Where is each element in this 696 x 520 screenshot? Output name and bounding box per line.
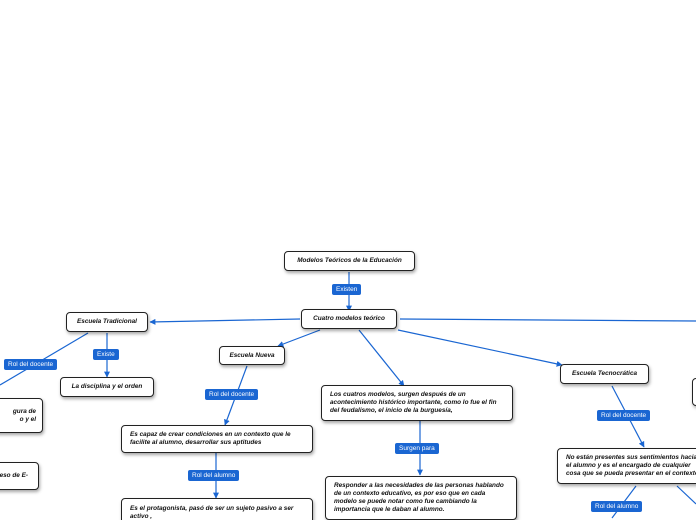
edge-hub-offscreen — [399, 318, 696, 322]
link-label-existen: Existen — [332, 284, 362, 295]
nueva-docente-topic[interactable]: Es capaz de crear condiciones en un cont… — [121, 425, 313, 453]
nueva-alumno-label: Es el protagonista, pasó de ser un sujet… — [130, 505, 294, 520]
tradicional-lower-topic-partial[interactable]: eso de E- — [0, 462, 39, 490]
edge-tecno-right — [676, 485, 696, 505]
offscreen-right-topic[interactable] — [692, 378, 696, 406]
contexto-result-label: Responder a las necesidades de las perso… — [334, 482, 504, 513]
escuela-nueva-label: Escuela Nueva — [229, 351, 275, 359]
link-label-rol-docente-nueva: Rol del docente — [205, 389, 259, 400]
tecno-docente-topic[interactable]: No están presentes sus sentimientos haci… — [557, 448, 696, 484]
contexto-topic[interactable]: Los cuatros modelos, surgen después de u… — [321, 385, 513, 421]
link-label-rol-alumno-tecno: Rol del alumno — [591, 501, 643, 512]
edge-hub-contexto — [358, 329, 405, 387]
contexto-result-topic[interactable]: Responder a las necesidades de las perso… — [325, 476, 517, 520]
contexto-label: Los cuatros modelos, surgen después de u… — [330, 391, 497, 414]
tecno-docente-label: No están presentes sus sentimientos haci… — [566, 454, 696, 477]
link-label-rol-alumno-nueva: Rol del alumno — [188, 470, 240, 481]
escuela-tradicional-topic[interactable]: Escuela Tradicional — [66, 312, 148, 332]
link-label-rol-docente-tecno: Rol del docente — [597, 410, 651, 421]
root-topic[interactable]: Modelos Teóricos de la Educación — [284, 251, 415, 271]
root-topic-label: Modelos Teóricos de la Educación — [297, 257, 402, 264]
edge-hub-tecnocratica — [397, 329, 563, 367]
disciplina-orden-topic[interactable]: La disciplina y el orden — [60, 377, 154, 397]
link-label-rol-docente-tradicional: Rol del docente — [4, 359, 58, 370]
edge-hub-tradicional — [149, 318, 301, 325]
tradicional-docente-topic-partial[interactable]: gura de o y el — [0, 398, 43, 433]
escuela-nueva-topic[interactable]: Escuela Nueva — [219, 346, 285, 365]
nueva-docente-label: Es capaz de crear condiciones en un cont… — [130, 431, 291, 446]
link-label-surgen-para: Surgen para — [395, 443, 439, 454]
tradicional-lower-label-partial: eso de E- — [0, 472, 28, 479]
hub-topic-label: Cuatro modelos teórico — [313, 315, 385, 322]
escuela-tecnocratica-label: Escuela Tecnocrática — [571, 370, 638, 377]
nueva-alumno-topic[interactable]: Es el protagonista, pasó de ser un sujet… — [121, 498, 313, 520]
edge-hub-nueva — [277, 329, 321, 347]
escuela-tradicional-label: Escuela Tradicional — [77, 318, 137, 325]
hub-topic[interactable]: Cuatro modelos teórico — [301, 309, 397, 329]
link-label-existe: Existe — [93, 349, 119, 360]
escuela-tecnocratica-topic[interactable]: Escuela Tecnocrática — [560, 364, 649, 384]
tradicional-docente-label-partial: gura de o y el — [12, 407, 36, 423]
disciplina-orden-label: La disciplina y el orden — [71, 383, 143, 390]
